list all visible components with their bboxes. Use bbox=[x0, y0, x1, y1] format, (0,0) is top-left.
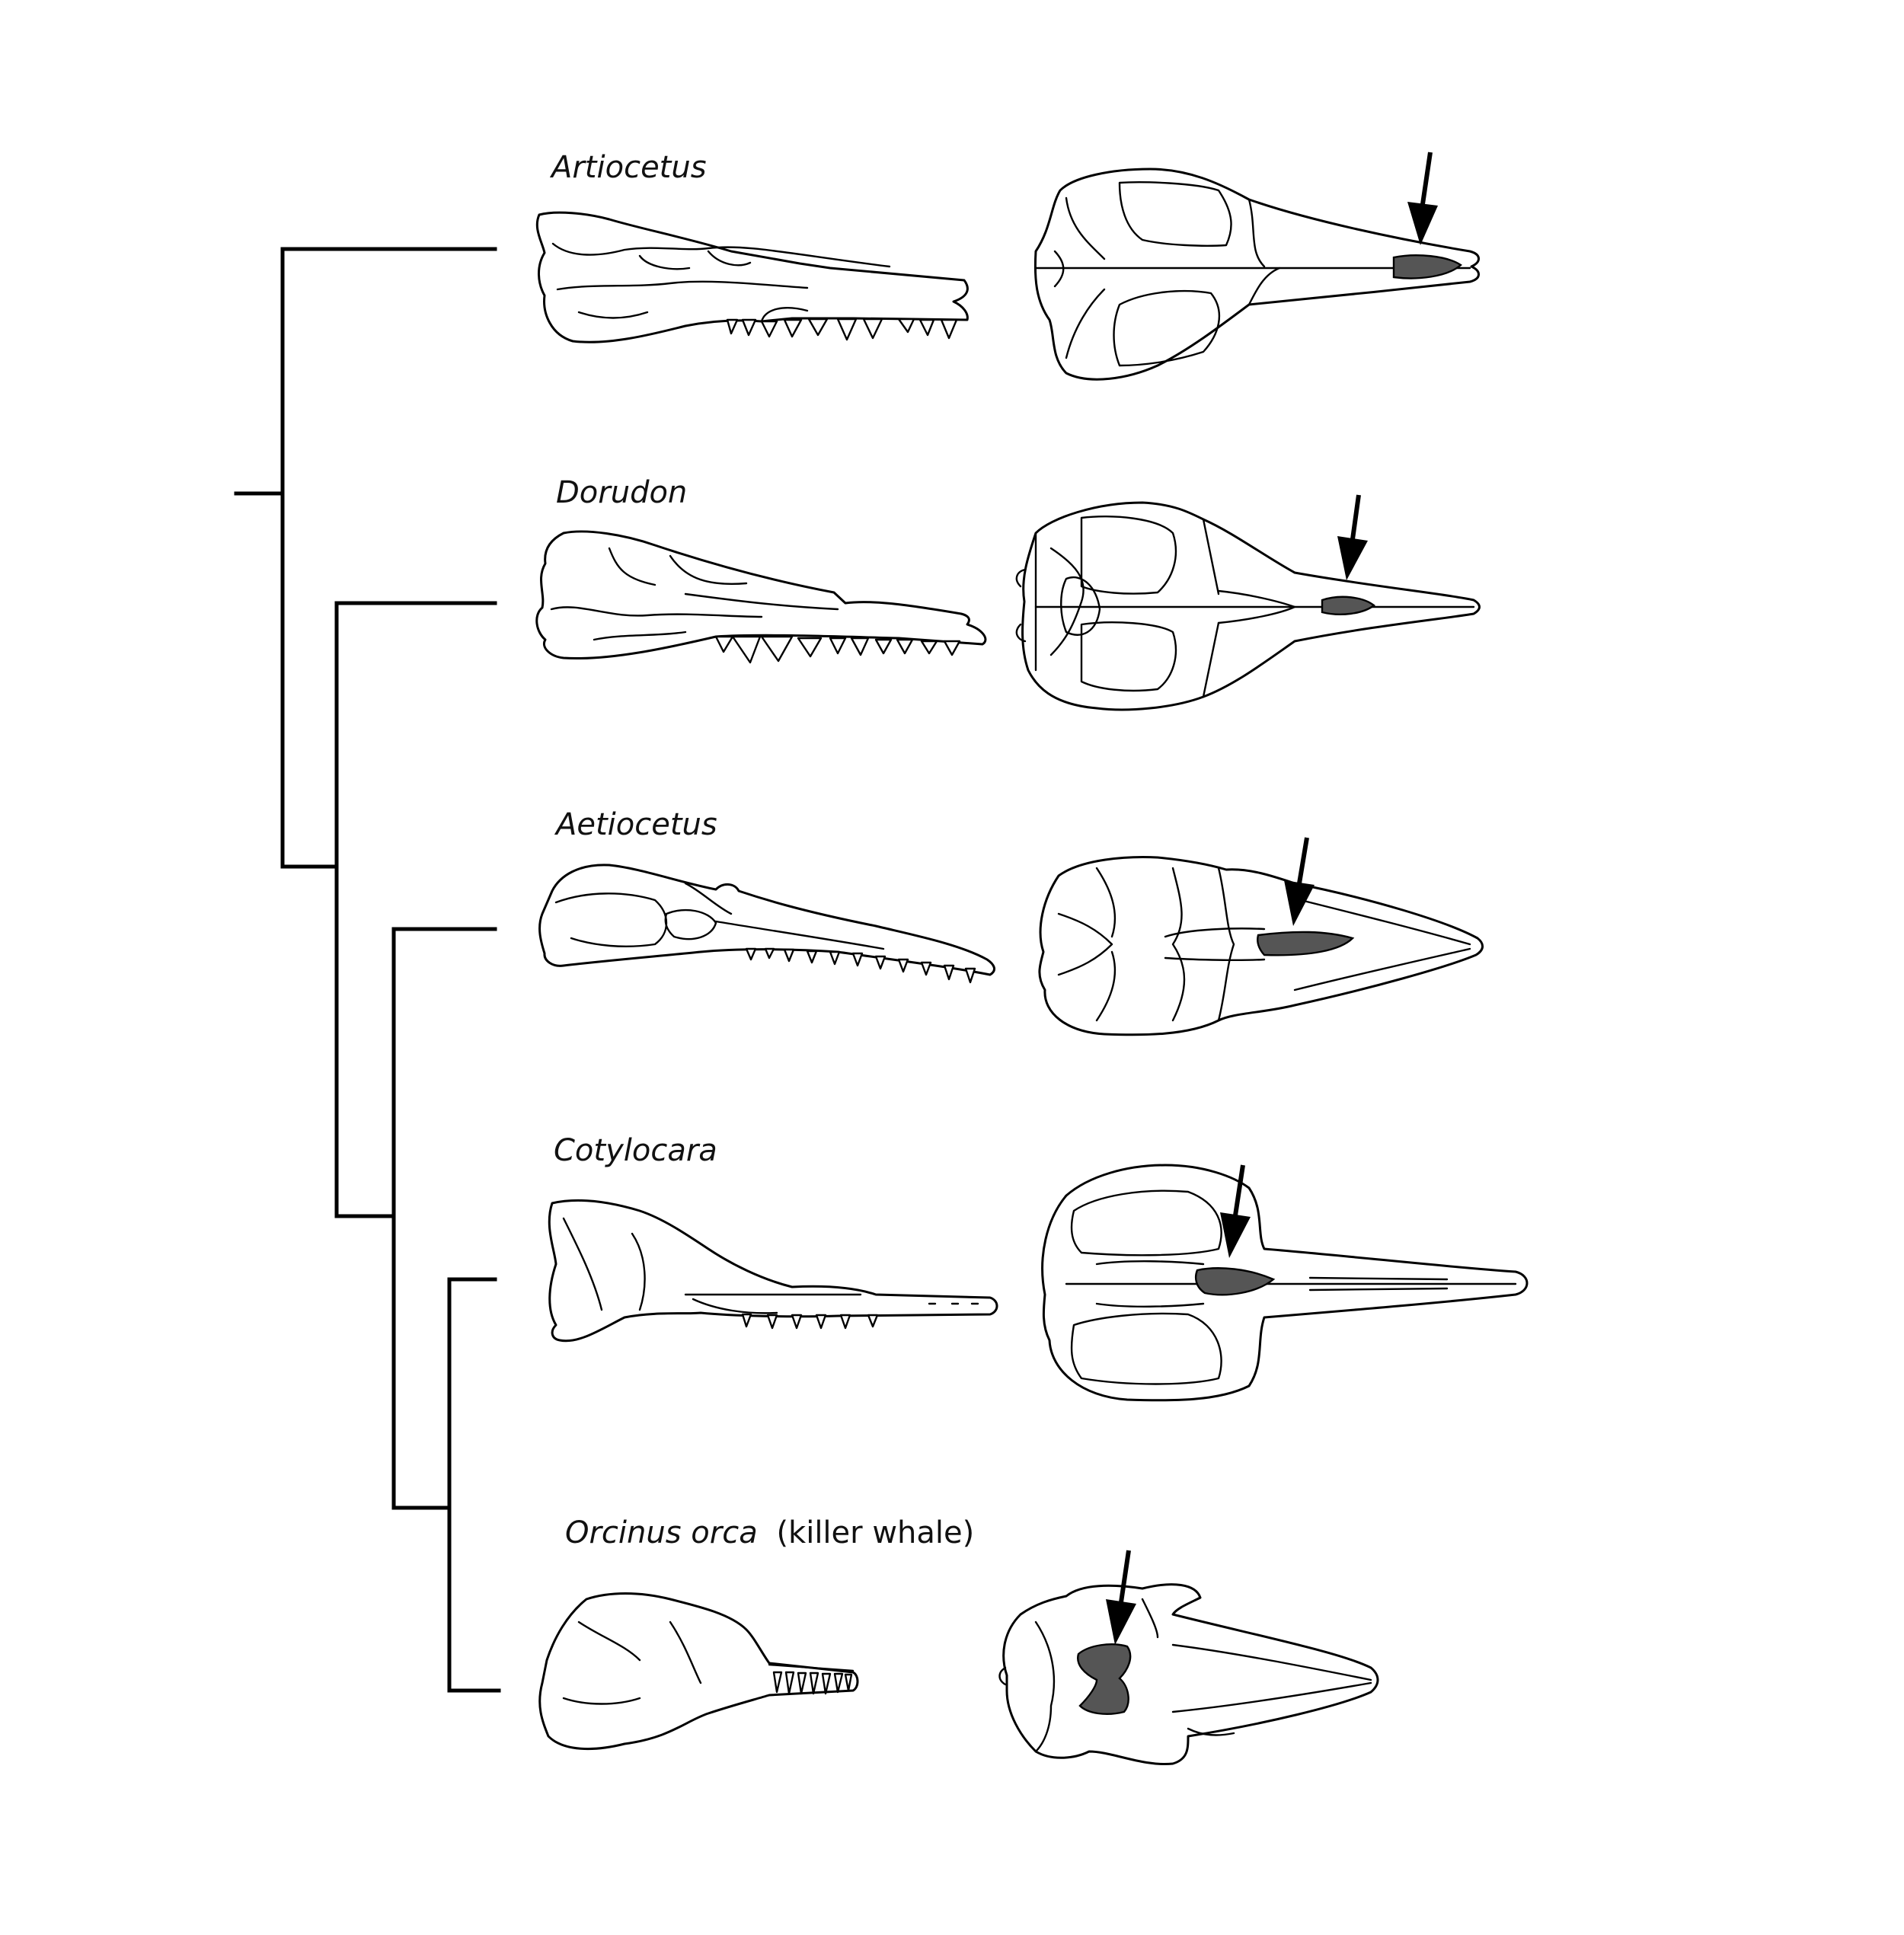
artiocetus-teeth bbox=[726, 318, 958, 341]
aetiocetus-arrow bbox=[1284, 837, 1315, 926]
label-dorudon: Dorudon bbox=[556, 475, 687, 510]
dorudon-nasal-opening bbox=[1321, 596, 1375, 615]
cotylocara-dorsal-skull bbox=[1041, 1164, 1529, 1402]
aetiocetus-nasal-opening bbox=[1257, 931, 1355, 956]
cotylocara-teeth bbox=[741, 1313, 879, 1330]
cotylocara-lateral-skull bbox=[548, 1199, 998, 1343]
aetiocetus-teeth bbox=[745, 947, 976, 984]
dorudon-lateral-skull bbox=[535, 530, 987, 664]
orcinus-dorsal-skull bbox=[998, 1583, 1379, 1766]
artiocetus-nasal-opening bbox=[1392, 254, 1462, 279]
label-cotylocara: Cotylocara bbox=[554, 1133, 717, 1168]
dorudon-dorsal-skull bbox=[1015, 501, 1481, 711]
tree-node-1 bbox=[280, 247, 497, 869]
orcinus-teeth bbox=[772, 1671, 853, 1695]
label-orcinus: Orcinus orca (killer whale) bbox=[565, 1515, 974, 1550]
artiocetus-arrow bbox=[1407, 152, 1438, 245]
aetiocetus-lateral-skull bbox=[538, 864, 995, 984]
orcinus-arrow bbox=[1106, 1550, 1136, 1645]
artiocetus-lateral-skull bbox=[535, 211, 969, 343]
tree-node-4 bbox=[447, 1277, 501, 1693]
label-orcinus-genus: Orcinus orca bbox=[565, 1515, 758, 1550]
dorudon-teeth bbox=[714, 635, 961, 664]
tree-node-2 bbox=[334, 601, 497, 1218]
cotylocara-nasal-opening bbox=[1194, 1267, 1276, 1296]
taxon-labels: Artiocetus Dorudon Aetiocetus Cotylocara… bbox=[549, 150, 974, 1550]
tree-node-3 bbox=[391, 927, 497, 1510]
label-artiocetus: Artiocetus bbox=[549, 150, 707, 185]
artiocetus-dorsal-skull bbox=[1033, 168, 1480, 381]
phylogenetic-tree bbox=[234, 247, 501, 1693]
orcinus-nasal-opening bbox=[1077, 1643, 1132, 1715]
label-aetiocetus: Aetiocetus bbox=[554, 807, 717, 842]
cotylocara-arrow bbox=[1220, 1164, 1251, 1258]
label-orcinus-common: (killer whale) bbox=[776, 1515, 974, 1550]
aetiocetus-dorsal-skull bbox=[1038, 856, 1484, 1036]
dorudon-arrow bbox=[1337, 494, 1368, 580]
orcinus-lateral-skull bbox=[538, 1592, 859, 1750]
